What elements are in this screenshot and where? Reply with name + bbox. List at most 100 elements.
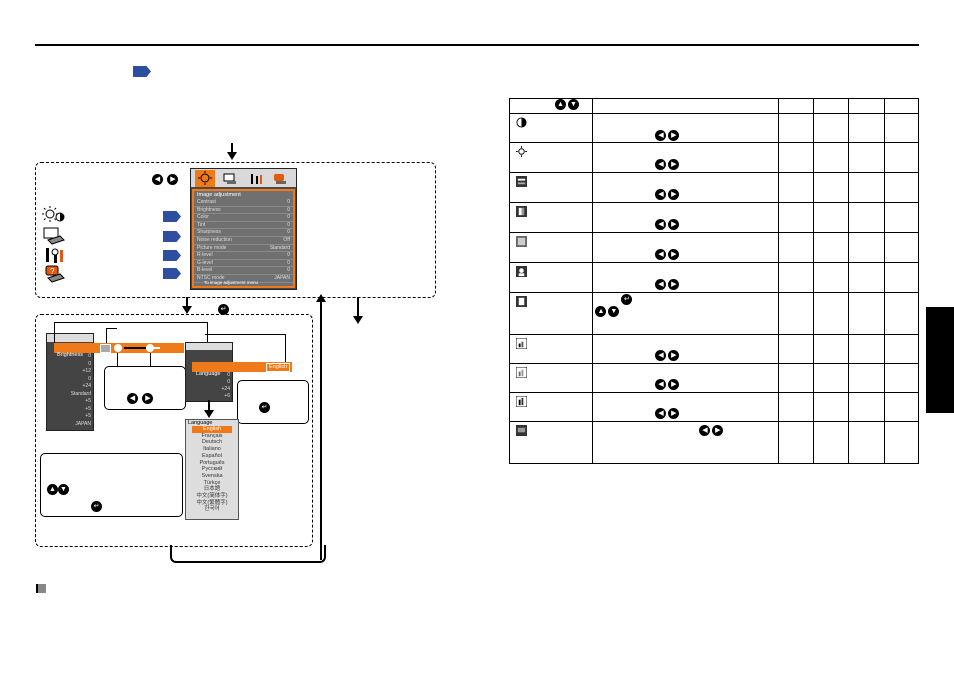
info-icon: [274, 174, 286, 184]
noise-reduction-icon: [516, 266, 527, 277]
info-icon: ?: [45, 265, 65, 283]
language-option[interactable]: Русский: [201, 466, 223, 473]
language-option[interactable]: Svenska: [201, 472, 223, 479]
tab-image-adjust[interactable]: [195, 170, 215, 187]
language-row[interactable]: Language English: [192, 362, 292, 377]
osd-footer: To image adjustment menu: [204, 280, 259, 285]
arrow-down-right: [357, 297, 359, 317]
reference-tab: [163, 211, 181, 222]
main-menu-frame: [35, 162, 436, 298]
submenu-value: +12: [82, 368, 91, 374]
selected-item-label: Brightness: [57, 352, 83, 358]
osd-title: Image adjustment: [197, 192, 241, 198]
left-button-icon: ◀: [152, 174, 163, 185]
adjustment-table: ▲ ▼ ◀ ▶ ◀ ▶ ◀ ▶ ◀ ▶ ◀ ▶ ◀ ▶ ↵▲ ▼ ◀ ▶ ◀ ▶…: [508, 98, 920, 464]
table-header-cell: ▲ ▼: [508, 98, 594, 114]
language-option[interactable]: Deutsch: [201, 439, 223, 446]
osd-item-value: Standard: [269, 244, 290, 251]
enter-button-icon: ↵: [91, 501, 102, 512]
language-option[interactable]: 中文(繁體字): [196, 499, 228, 506]
language-option[interactable]: Español: [202, 452, 222, 459]
enter-button-icon: ↵: [218, 298, 229, 316]
table-row: ◀ ▶: [508, 113, 920, 143]
tint-icon: [516, 206, 527, 217]
contrast-icon: [516, 117, 527, 128]
osd-item-value: 0: [287, 214, 290, 221]
language-option[interactable]: English: [192, 426, 232, 433]
arrowhead: [182, 306, 192, 314]
submenu-value: +24: [82, 383, 91, 389]
submenu-value: +6: [224, 393, 230, 399]
right-button-icon: ▶: [142, 393, 154, 404]
table-row: ◀ ▶: [508, 363, 920, 393]
svg-text:?: ?: [50, 267, 55, 276]
r-level-icon: [516, 338, 527, 349]
callout-pointer: [117, 353, 118, 367]
tab-settings[interactable]: [249, 172, 263, 184]
language-option[interactable]: Türkçe: [203, 479, 221, 486]
submenu-value: 0: [88, 375, 91, 382]
section-side-tab: [926, 307, 954, 413]
arrowhead: [227, 152, 237, 160]
leader-line: [205, 334, 286, 363]
g-level-icon: [516, 367, 527, 378]
ntsc-mode-icon: [516, 425, 527, 436]
picture-mode-icon: [516, 296, 527, 307]
submenu-value: +5: [85, 413, 91, 419]
osd-menu-item[interactable]: Picture mode Standard: [194, 245, 293, 253]
language-option[interactable]: Português: [199, 459, 225, 466]
osd-menu-item[interactable]: Tint 0: [194, 222, 293, 230]
submenu-value: 0: [227, 372, 230, 378]
osd-item-label: Color: [197, 214, 209, 221]
submenu-value: 0: [88, 353, 91, 359]
osd-item-label: Tint: [197, 221, 206, 228]
sharpness-icon: [516, 236, 527, 247]
language-option[interactable]: 中文(简体字): [196, 493, 228, 500]
brightness-adjust-bar[interactable]: Brightness: [54, 343, 184, 358]
language-option[interactable]: Italiano: [203, 446, 221, 453]
reference-tab: [163, 231, 181, 242]
language-option[interactable]: Français: [201, 432, 223, 439]
slider-right-end: [146, 344, 154, 352]
osd-item-label: R-level: [197, 252, 213, 259]
projector-screen-icon: [43, 227, 65, 245]
osd-item-label: Picture mode: [197, 244, 227, 251]
return-path: [170, 545, 326, 563]
category-icons: ?: [42, 206, 66, 286]
osd-item-label: G-level: [197, 259, 213, 266]
right-button-icon: ▶: [167, 174, 179, 185]
top-rule: [35, 44, 919, 46]
language-option[interactable]: 한국어: [204, 506, 220, 513]
color-icon: [516, 176, 527, 187]
osd-item-label: B-level: [197, 267, 213, 274]
table-row: ◀ ▶: [508, 232, 920, 263]
osd-item-value: 0: [287, 199, 290, 205]
reference-tab: [163, 268, 181, 279]
submenu-value: JAPAN: [75, 420, 91, 427]
submenu-value: 0: [88, 360, 91, 367]
language-option[interactable]: 日本語: [203, 486, 221, 493]
tab-display[interactable]: [223, 172, 237, 184]
osd-menu-item[interactable]: Color 0: [194, 214, 293, 222]
return-path-up: [320, 300, 322, 560]
tools-icon: [46, 248, 63, 263]
submenu-left-header: [47, 334, 93, 342]
osd-item-label: Noise reduction: [197, 236, 232, 243]
osd-item-value: 0: [287, 221, 290, 228]
tools-icon: [251, 174, 262, 184]
osd-tab-bar: [191, 169, 296, 187]
tab-info[interactable]: [273, 172, 287, 184]
table-row: ◀ ▶: [508, 334, 920, 364]
